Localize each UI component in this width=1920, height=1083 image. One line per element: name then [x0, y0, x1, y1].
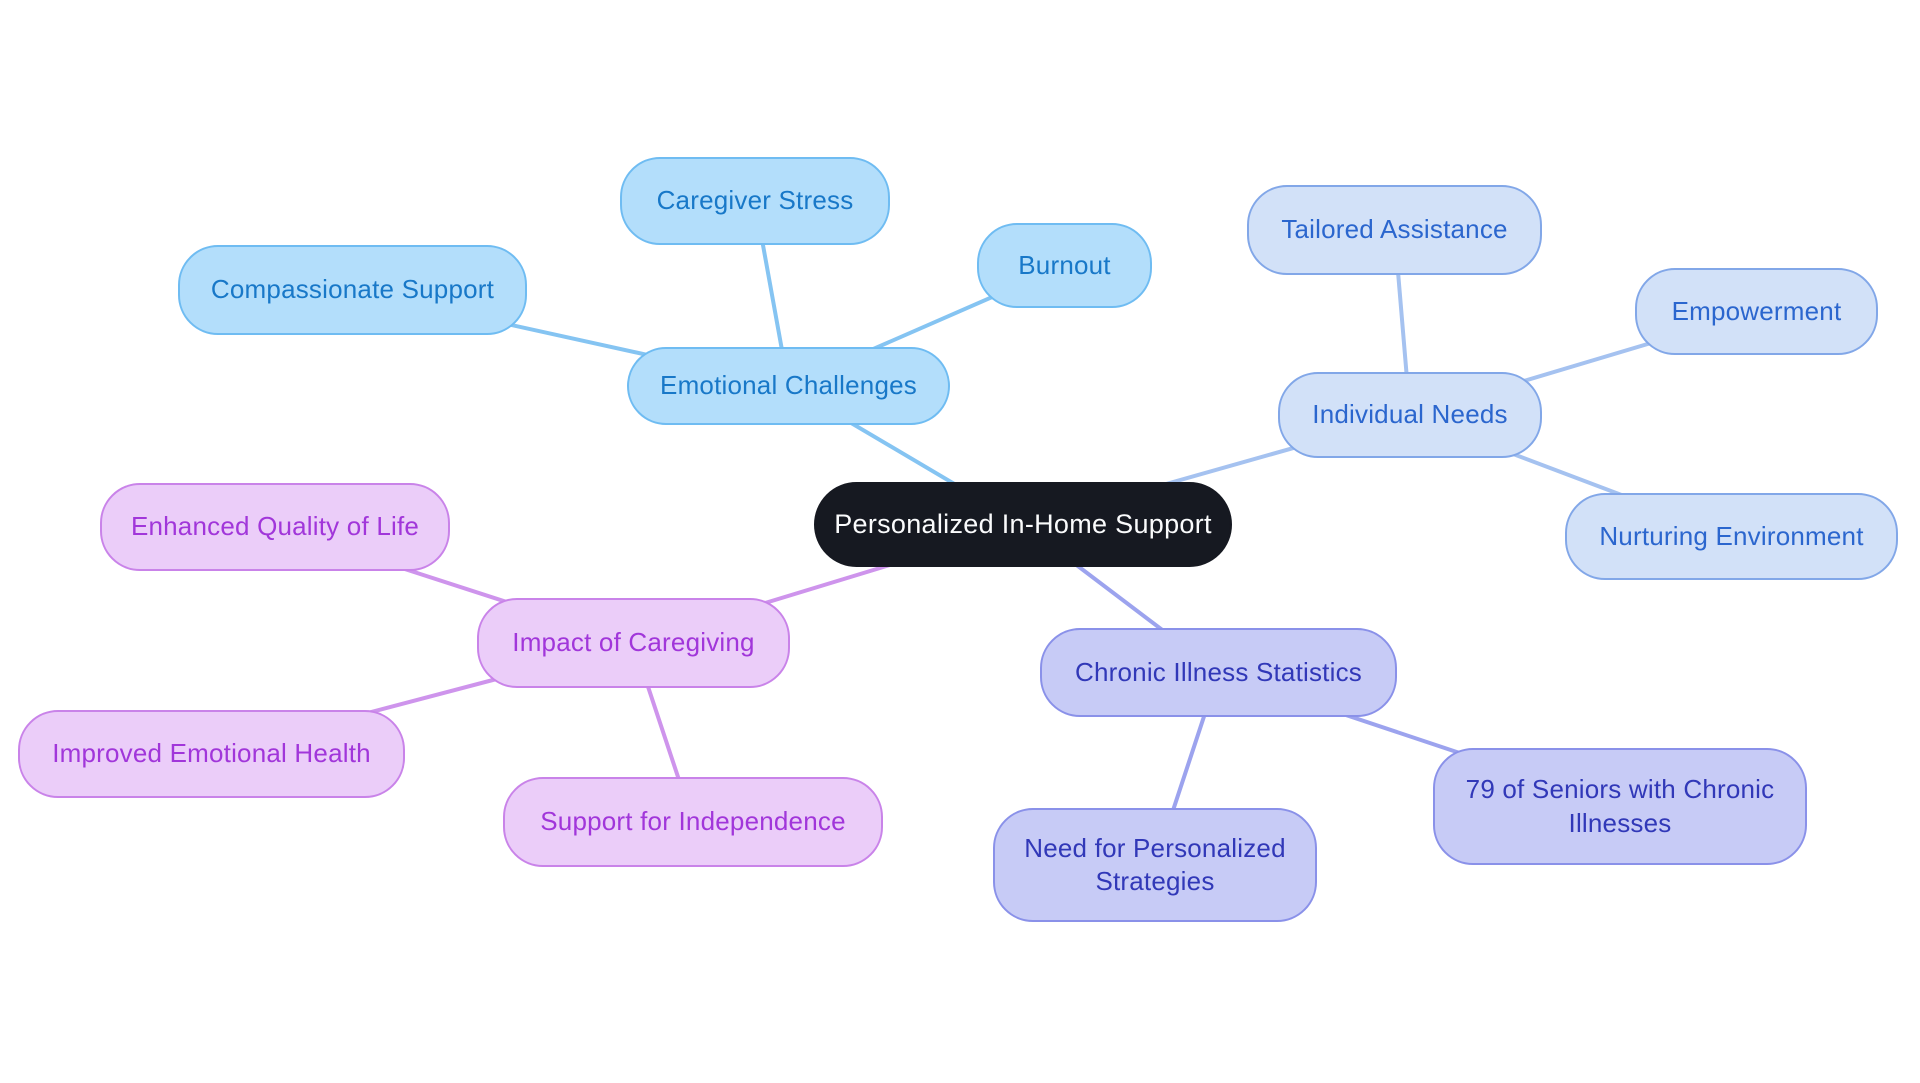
node-label-support-for-independence: Support for Independence — [540, 806, 846, 837]
node-chronic-illness-statistics[interactable]: Chronic Illness Statistics — [1040, 628, 1397, 717]
node-label-seniors-with-chronic-illnesses: 79 of Seniors with Chronic Illnesses — [1465, 774, 1775, 838]
node-label-emotional-challenges: Emotional Challenges — [660, 370, 917, 401]
node-impact-of-caregiving[interactable]: Impact of Caregiving — [477, 598, 790, 688]
node-personalized-in-home-support[interactable]: Personalized In-Home Support — [814, 482, 1232, 567]
node-label-improved-emotional-health: Improved Emotional Health — [52, 738, 371, 769]
node-need-for-personalized-strategies[interactable]: Need for Personalized Strategies — [993, 808, 1317, 922]
node-label-personalized-in-home-support: Personalized In-Home Support — [834, 509, 1212, 540]
node-seniors-with-chronic-illnesses[interactable]: 79 of Seniors with Chronic Illnesses — [1433, 748, 1807, 865]
node-empowerment[interactable]: Empowerment — [1635, 268, 1878, 355]
node-nurturing-environment[interactable]: Nurturing Environment — [1565, 493, 1898, 580]
node-enhanced-quality-of-life[interactable]: Enhanced Quality of Life — [100, 483, 450, 571]
node-label-tailored-assistance: Tailored Assistance — [1281, 214, 1508, 245]
node-label-individual-needs: Individual Needs — [1312, 399, 1508, 430]
node-label-chronic-illness-statistics: Chronic Illness Statistics — [1075, 656, 1362, 687]
node-label-burnout: Burnout — [1018, 249, 1111, 280]
node-label-compassionate-support: Compassionate Support — [210, 274, 495, 305]
node-label-empowerment: Empowerment — [1671, 295, 1842, 326]
node-burnout[interactable]: Burnout — [977, 223, 1152, 308]
node-compassionate-support[interactable]: Compassionate Support — [178, 245, 527, 335]
node-support-for-independence[interactable]: Support for Independence — [503, 777, 883, 867]
node-caregiver-stress[interactable]: Caregiver Stress — [620, 157, 890, 245]
node-improved-emotional-health[interactable]: Improved Emotional Health — [18, 710, 405, 798]
node-tailored-assistance[interactable]: Tailored Assistance — [1247, 185, 1542, 275]
node-label-need-for-personalized-strategies: Need for Personalized Strategies — [1024, 832, 1286, 896]
node-label-enhanced-quality-of-life: Enhanced Quality of Life — [130, 511, 420, 542]
node-label-nurturing-environment: Nurturing Environment — [1599, 520, 1864, 551]
node-label-caregiver-stress: Caregiver Stress — [656, 185, 854, 216]
node-individual-needs[interactable]: Individual Needs — [1278, 372, 1542, 458]
node-label-impact-of-caregiving: Impact of Caregiving — [512, 627, 755, 658]
node-emotional-challenges[interactable]: Emotional Challenges — [627, 347, 950, 425]
